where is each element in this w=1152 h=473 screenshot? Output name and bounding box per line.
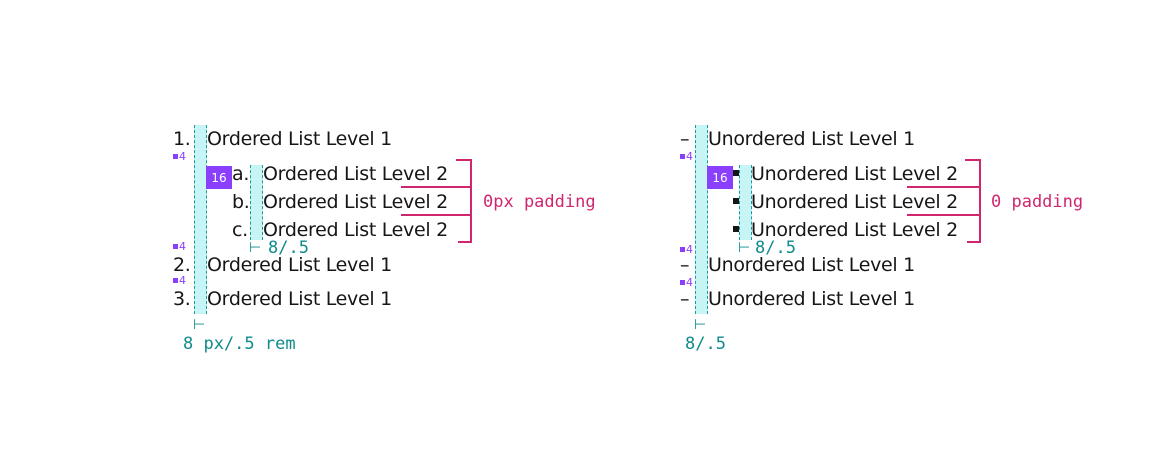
padding-line bbox=[907, 214, 981, 216]
outer-gap-guide bbox=[695, 125, 708, 314]
padding-line bbox=[401, 214, 472, 216]
list-marker: a. bbox=[232, 163, 250, 185]
list-marker: 3. bbox=[173, 288, 191, 310]
list-marker: b. bbox=[232, 191, 250, 213]
spacing-square-icon bbox=[173, 244, 178, 249]
list-marker: 2. bbox=[173, 254, 191, 276]
list-marker: c. bbox=[232, 219, 248, 241]
list-item-level-1: Unordered List Level 1 bbox=[708, 254, 915, 276]
padding-label: 0px padding bbox=[483, 192, 596, 212]
measure-bracket-icon: ⊢ bbox=[249, 240, 262, 256]
list-item-level-1: Ordered List Level 1 bbox=[207, 254, 392, 276]
spacing-4-marker: 4 bbox=[680, 244, 693, 256]
padding-bracket-bottom bbox=[967, 241, 981, 243]
padding-line bbox=[907, 186, 981, 188]
outer-gap-guide bbox=[194, 125, 207, 314]
spacing-square-icon bbox=[680, 280, 685, 285]
inner-gap-guide bbox=[739, 165, 752, 240]
list-item-level-1: Unordered List Level 1 bbox=[708, 128, 915, 150]
measure-bracket-icon: ⊢ bbox=[738, 240, 751, 256]
square-bullet-icon bbox=[733, 170, 739, 176]
list-marker: 1. bbox=[173, 128, 191, 150]
spacing-square-icon bbox=[680, 154, 685, 159]
measure-bracket-icon: ⊢ bbox=[193, 317, 206, 333]
inner-gap-label: 8/.5 bbox=[268, 238, 309, 258]
spacing-4-marker: 4 bbox=[680, 151, 693, 163]
list-item-level-2: Unordered List Level 2 bbox=[751, 191, 958, 213]
list-item-level-2: Ordered List Level 2 bbox=[263, 163, 448, 185]
indent-16-badge: 16 bbox=[206, 166, 232, 189]
spacing-square-icon bbox=[173, 154, 178, 159]
indent-16-badge: 16 bbox=[707, 166, 733, 189]
spacing-4-marker: 4 bbox=[173, 275, 186, 287]
spacing-4-marker: 4 bbox=[173, 241, 186, 253]
padding-bracket-vertical bbox=[979, 159, 981, 243]
padding-bracket-top bbox=[965, 159, 981, 161]
padding-bracket-bottom bbox=[458, 241, 472, 243]
spacing-square-icon bbox=[680, 247, 685, 252]
list-item-level-1: Ordered List Level 1 bbox=[207, 128, 392, 150]
padding-label: 0 padding bbox=[991, 192, 1084, 212]
measure-bracket-icon: ⊢ bbox=[694, 317, 707, 333]
outer-gap-label: 8 px/.5 rem bbox=[183, 334, 296, 354]
spacing-4-marker: 4 bbox=[173, 151, 186, 163]
list-item-level-2: Ordered List Level 2 bbox=[263, 191, 448, 213]
outer-gap-label: 8/.5 bbox=[685, 334, 726, 354]
list-marker: – bbox=[680, 128, 690, 150]
square-bullet-icon bbox=[733, 198, 739, 204]
inner-gap-label: 8/.5 bbox=[755, 238, 796, 258]
spacing-square-icon bbox=[173, 278, 178, 283]
list-item-level-2: Ordered List Level 2 bbox=[263, 219, 448, 241]
list-item-level-2: Unordered List Level 2 bbox=[751, 219, 958, 241]
list-marker: – bbox=[680, 288, 690, 310]
padding-line bbox=[401, 186, 472, 188]
inner-gap-guide bbox=[250, 165, 263, 240]
list-item-level-1: Ordered List Level 1 bbox=[207, 288, 392, 310]
padding-bracket-top bbox=[456, 159, 472, 161]
padding-bracket-vertical bbox=[470, 159, 472, 243]
list-item-level-1: Unordered List Level 1 bbox=[708, 288, 915, 310]
square-bullet-icon bbox=[733, 226, 739, 232]
list-item-level-2: Unordered List Level 2 bbox=[751, 163, 958, 185]
spacing-4-marker: 4 bbox=[680, 277, 693, 289]
list-marker: – bbox=[680, 254, 690, 276]
